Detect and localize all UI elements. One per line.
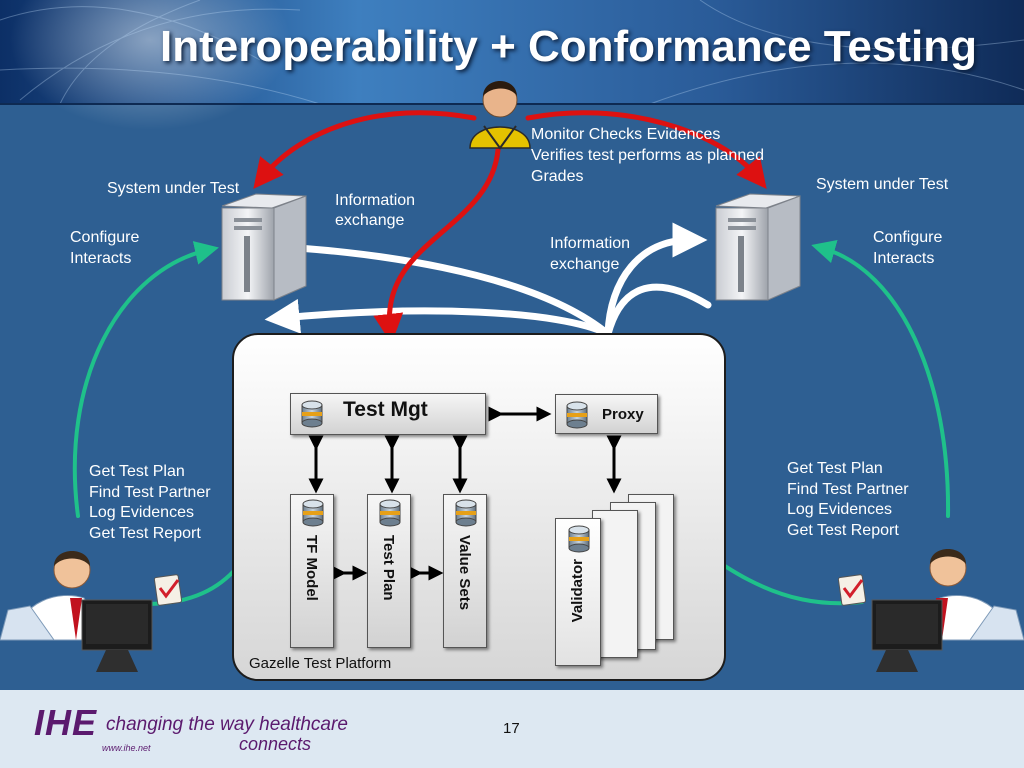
validator-label: Validator xyxy=(569,559,586,623)
tf-model-label: TF Model xyxy=(303,535,320,601)
info-arrow-left-bottom xyxy=(264,298,612,338)
red-arrow-right xyxy=(525,110,767,189)
test-plan-label: Test Plan xyxy=(380,535,397,601)
task-left-4: Get Test Report xyxy=(89,525,201,542)
configure-left-line-2: Interacts xyxy=(70,250,132,267)
footer-site: www.ihe.net xyxy=(102,743,151,753)
green-arrow-left-configure xyxy=(72,241,219,518)
configure-right-line-1: Configure xyxy=(873,229,943,246)
value-sets-box[interactable]: Value Sets xyxy=(443,494,487,648)
page-number: 17 xyxy=(503,720,520,737)
task-left-1: Get Test Plan xyxy=(89,463,185,480)
system-under-test-left-label: System under Test xyxy=(107,180,240,197)
task-left-3: Log Evidences xyxy=(89,504,194,521)
database-icon xyxy=(455,499,477,527)
task-left-2: Find Test Partner xyxy=(89,484,211,501)
system-under-test-right-label: System under Test xyxy=(816,176,949,193)
database-icon xyxy=(379,499,401,527)
red-arrow-left xyxy=(253,110,477,189)
info-exchange-right-line-2: exchange xyxy=(550,256,620,273)
monitor-line-1: Monitor Checks Evidences xyxy=(531,126,721,143)
test-mgt-box[interactable]: Test Mgt xyxy=(290,393,486,435)
database-icon xyxy=(568,525,590,553)
footer-tagline-1: changing the way healthcare xyxy=(106,714,348,735)
task-right-1: Get Test Plan xyxy=(787,460,883,477)
info-arrow-right-bottom xyxy=(604,283,712,338)
info-arrow-right-top xyxy=(604,222,708,338)
proxy-label: Proxy xyxy=(602,406,644,423)
footer-bar xyxy=(0,690,1024,768)
configure-left-line-1: Configure xyxy=(70,229,140,246)
proxy-box[interactable]: Proxy xyxy=(555,394,658,434)
user-left-icon xyxy=(0,551,153,672)
database-icon xyxy=(301,400,323,428)
test-plan-box[interactable]: Test Plan xyxy=(367,494,411,648)
monitor-person-icon xyxy=(469,81,531,150)
info-exchange-left-line-2: exchange xyxy=(335,212,405,229)
configure-right-line-2: Interacts xyxy=(873,250,935,267)
tf-model-box[interactable]: TF Model xyxy=(290,494,334,648)
task-right-4: Get Test Report xyxy=(787,522,899,539)
validator-box[interactable]: Validator xyxy=(555,518,601,666)
task-right-2: Find Test Partner xyxy=(787,481,909,498)
page-title: Interoperability + Conformance Testing xyxy=(160,22,977,71)
monitor-line-3: Grades xyxy=(531,168,584,185)
red-arrow-down xyxy=(373,147,501,344)
task-right-3: Log Evidences xyxy=(787,501,892,518)
gazelle-platform-label: Gazelle Test Platform xyxy=(249,655,392,672)
database-icon xyxy=(566,401,588,429)
ihe-logo: IHE xyxy=(34,702,98,743)
monitor-line-2: Verifies test performs as planned xyxy=(531,147,765,164)
clipboard-left-icon xyxy=(153,574,183,606)
info-exchange-right-line-1: Information xyxy=(550,235,631,252)
info-exchange-left-line-1: Information xyxy=(335,192,416,209)
database-icon xyxy=(302,499,324,527)
server-right-icon xyxy=(715,193,801,301)
footer-tagline-2: connects xyxy=(239,734,312,754)
value-sets-label: Value Sets xyxy=(456,535,473,611)
test-mgt-label: Test Mgt xyxy=(343,398,428,421)
green-arrow-right-configure xyxy=(811,239,951,518)
user-right-icon xyxy=(871,549,1024,672)
clipboard-right-icon xyxy=(837,574,867,606)
server-left-icon xyxy=(221,193,307,301)
